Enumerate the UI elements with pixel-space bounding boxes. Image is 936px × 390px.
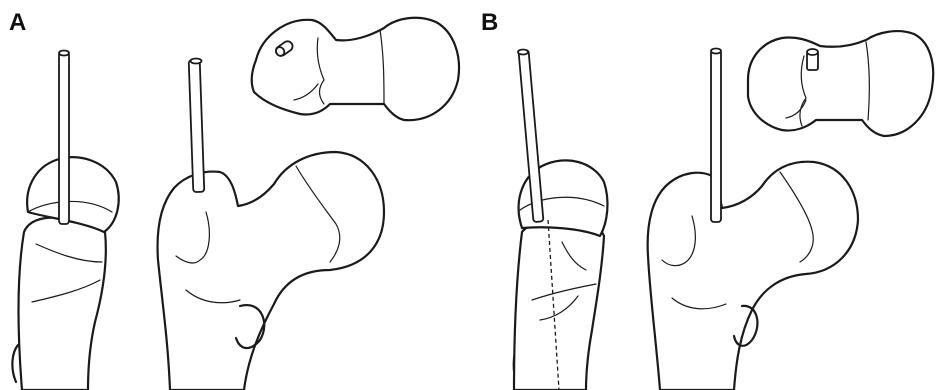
panel-b-ap-pin: [711, 50, 721, 222]
panel-a-lateral-pin: [59, 52, 69, 224]
panel-a-lateral-shaft: [19, 218, 106, 390]
panel-a-drawings: [12, 18, 459, 390]
panel-label-b: B: [481, 10, 498, 36]
panel-label-a: A: [9, 10, 26, 36]
panel-b-axial-femur: [748, 31, 933, 136]
panel-a-lateral-view: [12, 51, 118, 390]
panel-a-ap-femur: [158, 152, 384, 390]
panel-b-ap-femur: [648, 162, 858, 390]
panel-b-axial-pin: [807, 49, 818, 70]
panel-b-lateral-view: [514, 50, 608, 390]
panel-b-lateral-shaft: [514, 220, 604, 390]
panel-a-ap-pin: [189, 60, 205, 192]
panel-b-drawings: [514, 31, 933, 390]
panel-a-ap-view: [158, 59, 384, 390]
panel-b-axial-view: [748, 31, 933, 136]
panel-a-axial-view: [252, 18, 459, 120]
panel-a-axial-femur: [252, 18, 459, 120]
